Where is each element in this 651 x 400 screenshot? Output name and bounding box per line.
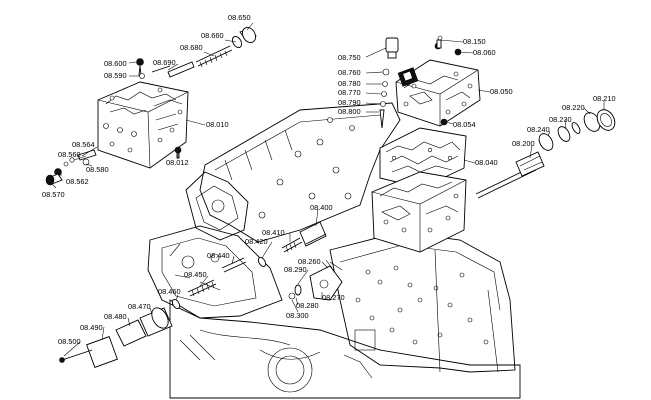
callout-08-500: 08.500 xyxy=(58,337,81,346)
callout-08-562: 08.562 xyxy=(66,177,89,186)
callout-08-470: 08.470 xyxy=(128,302,151,311)
valve-block-08-010 xyxy=(97,81,189,169)
leader-lines xyxy=(51,22,605,357)
callout-08-050: 08.050 xyxy=(490,87,513,96)
callout-08-590: 08.590 xyxy=(104,71,127,80)
callout-08-770: 08.770 xyxy=(338,88,361,97)
callout-08-280: 08.280 xyxy=(296,301,319,310)
callout-08-570: 08.570 xyxy=(42,190,65,199)
callout-08-400: 08.400 xyxy=(310,203,333,212)
callout-08-750: 08.750 xyxy=(338,53,361,62)
callout-08-680: 08.680 xyxy=(180,43,203,52)
callout-08-200: 08.200 xyxy=(512,139,535,148)
callout-08-060: 08.060 xyxy=(473,48,496,57)
callout-08-790: 08.790 xyxy=(338,98,361,107)
callout-08-300: 08.300 xyxy=(286,311,309,320)
callout-08-040: 08.040 xyxy=(475,158,498,167)
callout-08-480: 08.480 xyxy=(104,312,127,321)
spool-assembly-08-200 xyxy=(475,109,616,199)
callout-08-560: 08.560 xyxy=(58,150,81,159)
callout-08-150: 08.150 xyxy=(463,37,486,46)
callout-labels: 08.650 08.660 08.680 08.600 08.690 08.59… xyxy=(42,13,616,346)
spool-assembly-08-400 xyxy=(257,221,327,268)
callout-08-230: 08.230 xyxy=(549,115,572,124)
callout-08-420: 08.420 xyxy=(245,237,268,246)
callout-08-800: 08.800 xyxy=(338,107,361,116)
callout-08-660: 08.660 xyxy=(201,31,224,40)
sensor-assembly-08-270 xyxy=(288,259,343,301)
valve-plate-08-050 xyxy=(395,35,481,127)
solenoid-assembly-08-440 xyxy=(59,257,247,368)
valve-spring-assembly-08-650 xyxy=(136,27,257,79)
callout-08-450: 08.450 xyxy=(184,270,207,279)
callout-08-564: 08.564 xyxy=(72,140,95,149)
callout-08-760: 08.760 xyxy=(338,68,361,77)
callout-08-410: 08.410 xyxy=(262,228,285,237)
solenoid-stack-08-750 xyxy=(379,37,399,129)
callout-08-290: 08.290 xyxy=(284,265,307,274)
callout-08-440: 08.440 xyxy=(207,251,230,260)
callout-08-012: 08.012 xyxy=(166,158,189,167)
callout-08-600: 08.600 xyxy=(104,59,127,68)
callout-08-240: 08.240 xyxy=(527,125,550,134)
transmission-housing xyxy=(147,102,521,399)
callout-08-490: 08.490 xyxy=(80,323,103,332)
callout-08-270: 08.270 xyxy=(322,293,345,302)
callout-08-054: 08.054 xyxy=(453,120,476,129)
callout-08-690: 08.690 xyxy=(153,58,176,67)
callout-08-220: 08.220 xyxy=(562,103,585,112)
callout-08-460: 08.460 xyxy=(158,287,181,296)
valve-body-lower xyxy=(371,171,467,253)
separator-plate-08-040 xyxy=(379,127,467,189)
callout-08-210: 08.210 xyxy=(593,94,616,103)
callout-08-260: 08.260 xyxy=(298,257,321,266)
callout-08-780: 08.780 xyxy=(338,79,361,88)
callout-08-580: 08.580 xyxy=(86,165,109,174)
callout-08-650: 08.650 xyxy=(228,13,251,22)
callout-08-010: 08.010 xyxy=(206,120,229,129)
